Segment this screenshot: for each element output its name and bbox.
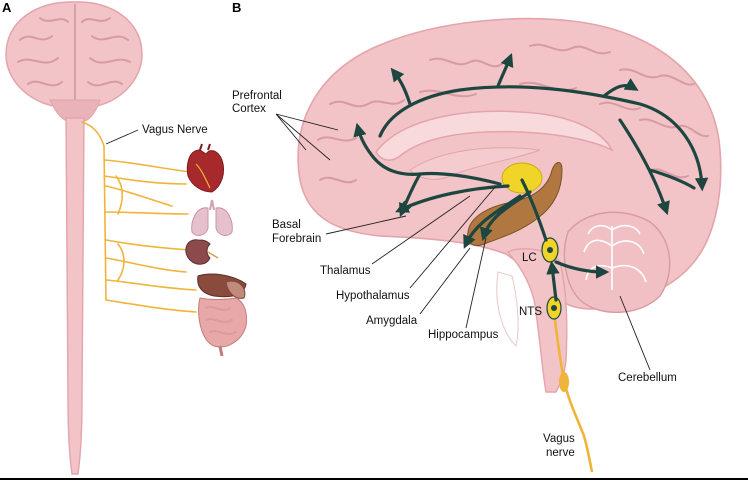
vagus-nerve-branches: [81, 121, 197, 313]
prefrontal-cortex-label-line2: Cortex: [232, 103, 266, 115]
cortical-arc-arrow: [378, 85, 709, 192]
nts-to-lc-arrow: [546, 260, 560, 302]
amygdala-arrow: [463, 194, 522, 249]
brain-front-view: [5, 1, 143, 123]
basal-forebrain-leader: [325, 215, 407, 235]
prefrontal-cortex-label-line1: Prefrontal: [232, 90, 282, 102]
spinal-cord: [65, 117, 85, 475]
vagus-nerve-leader: [105, 129, 139, 145]
heart-organ: [186, 143, 225, 193]
occipital-lateral-arrow: [648, 168, 696, 190]
occipital-branch-arrow: [618, 118, 670, 216]
vagus-nerve-b-label-line1: Vagus: [543, 433, 575, 445]
vagus-nerve-descending: [550, 295, 594, 473]
amygdala-leader: [419, 247, 471, 315]
fourth-ventricle: [496, 271, 519, 347]
thalamus-label: Thalamus: [320, 265, 371, 277]
lungs-organ: [191, 199, 233, 236]
thalamus-region: [409, 147, 541, 180]
vagus-nerve-label: Vagus Nerve: [142, 124, 208, 136]
prefrontal-arrow: [353, 122, 502, 186]
parietal-branch-arrow: [496, 53, 514, 88]
hippocampus-leader: [465, 237, 487, 329]
thalamus-leader: [371, 195, 471, 265]
hippocampus-label: Hippocampus: [428, 329, 499, 341]
amygdala-label: Amygdala: [366, 315, 418, 327]
lc-projection-pathways: [353, 53, 709, 302]
frontal-branch-arrow: [390, 67, 412, 106]
panel-a: A: [2, 0, 247, 475]
cerebellum: [563, 211, 671, 313]
panel-a-letter: A: [2, 0, 12, 15]
lc-ascending-trunk: [520, 178, 548, 242]
nts-label: NTS: [519, 306, 542, 318]
hippocampus-arrow: [479, 190, 532, 242]
digestive-organs: [197, 273, 247, 357]
hypothalamus-leader: [409, 185, 497, 289]
panel-b: B: [232, 0, 722, 473]
panel-b-letter: B: [232, 0, 241, 15]
hypothalamus-structure: [501, 162, 543, 194]
cerebellum-label: Cerebellum: [618, 372, 677, 384]
cerebellum-leader: [619, 295, 651, 371]
lc-to-cerebellum-arrow: [554, 260, 610, 279]
septal-arrow: [398, 172, 422, 217]
prefrontal-leaders: [275, 113, 339, 161]
hypothalamus-label: Hypothalamus: [336, 290, 410, 302]
vagus-nerve-b-label-line2: nerve: [546, 447, 575, 459]
basal-forebrain-label-line1: Basal: [272, 219, 301, 231]
lc-label: LC: [522, 252, 537, 264]
kidney-organ: [185, 239, 219, 265]
basal-forebrain-label-line2: Forebrain: [272, 233, 321, 245]
corpus-callosum: [375, 110, 614, 161]
posterior-branch-arrow: [602, 78, 639, 98]
